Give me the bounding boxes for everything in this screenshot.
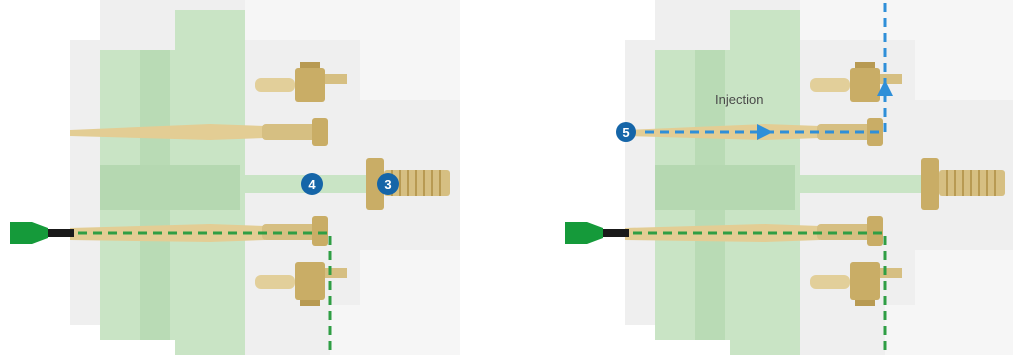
callout-4: 4	[301, 173, 323, 195]
coolant-path-line	[633, 231, 887, 355]
mold-plates	[625, 0, 1013, 355]
callout-3: 3	[377, 173, 399, 195]
injection-path-line	[645, 0, 887, 134]
svg-text:5: 5	[622, 125, 629, 140]
injection-arrow-right-icon	[757, 124, 773, 140]
svg-text:4: 4	[308, 177, 316, 192]
coolant-path-line	[78, 231, 332, 355]
callout-5: 5	[616, 122, 636, 142]
cable-connector	[565, 222, 629, 244]
right-diagram-panel: Injection 5	[555, 0, 1013, 355]
mold-plates	[70, 0, 460, 355]
injection-arrow-up-icon	[877, 80, 893, 96]
injection-label: Injection	[715, 92, 763, 107]
svg-text:3: 3	[384, 177, 391, 192]
left-diagram-panel: 4 3	[0, 0, 460, 355]
brass-fittings	[70, 62, 450, 306]
cable-connector	[10, 222, 74, 244]
brass-fittings	[625, 62, 1005, 306]
